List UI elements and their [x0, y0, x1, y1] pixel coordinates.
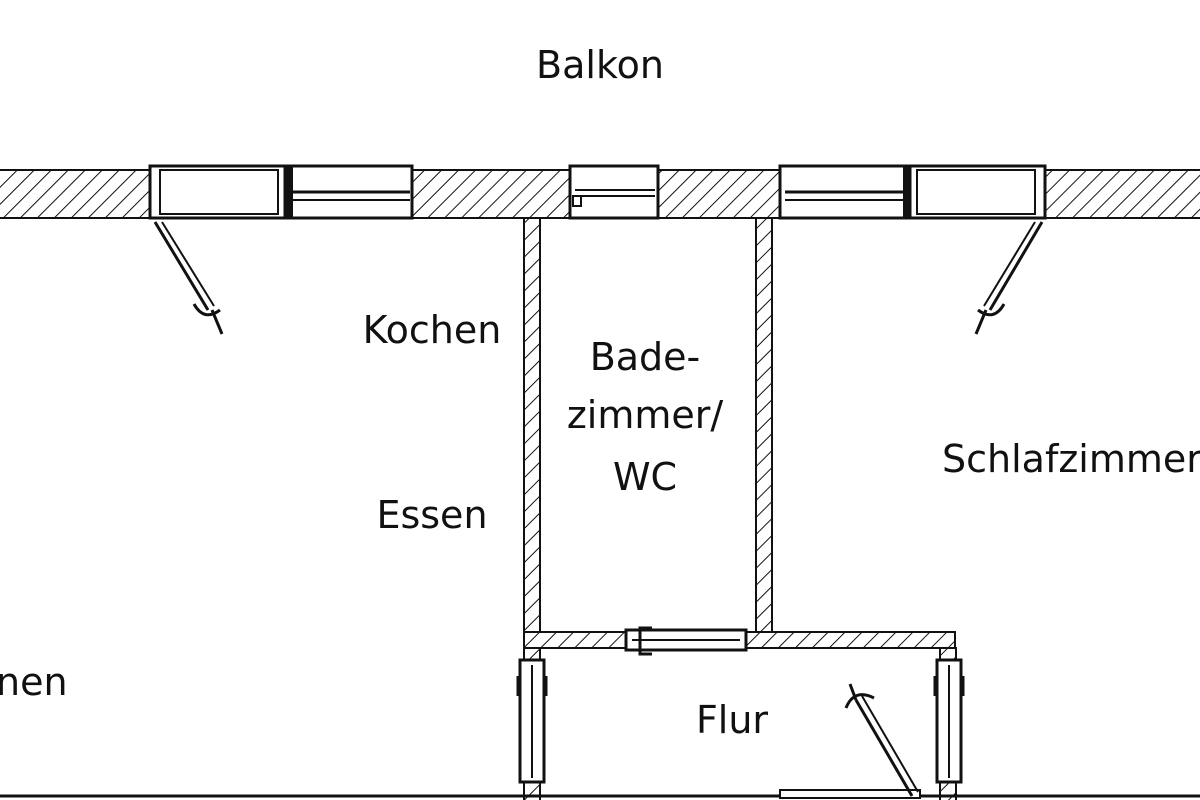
window-left — [148, 164, 414, 220]
door-hallway-left — [516, 658, 548, 784]
exterior-wall-right — [1044, 169, 1200, 219]
bathroom-wall-bottom-right — [744, 631, 956, 649]
label-essen: Essen — [376, 493, 487, 537]
exterior-wall-mid-right — [657, 169, 781, 219]
door-swing-left — [153, 221, 224, 335]
bathroom-door — [624, 626, 748, 656]
label-kochen: Kochen — [363, 308, 502, 352]
door-hallway-right — [933, 658, 965, 784]
label-wohnen-fragment: nen — [0, 660, 68, 704]
door-swing-hallway — [844, 683, 919, 797]
bathroom-wall-left — [523, 217, 541, 639]
bathroom-wall-right — [755, 217, 773, 639]
label-bad-line1: Bade- — [590, 335, 701, 379]
exterior-wall-mid-left — [411, 169, 571, 219]
exterior-wall-left — [0, 169, 151, 219]
label-bad-line3: WC — [613, 455, 677, 499]
window-bathroom — [568, 164, 660, 220]
label-bad-line2: zimmer/ — [567, 393, 724, 437]
label-flur: Flur — [696, 698, 768, 742]
bathroom-wall-bottom-left — [523, 631, 629, 649]
hallway-entry — [779, 789, 921, 799]
label-balkon: Balkon — [536, 43, 664, 87]
door-swing-right — [974, 221, 1044, 335]
label-schlafzimmer: Schlafzimmer — [942, 437, 1200, 481]
window-right — [778, 164, 1047, 220]
